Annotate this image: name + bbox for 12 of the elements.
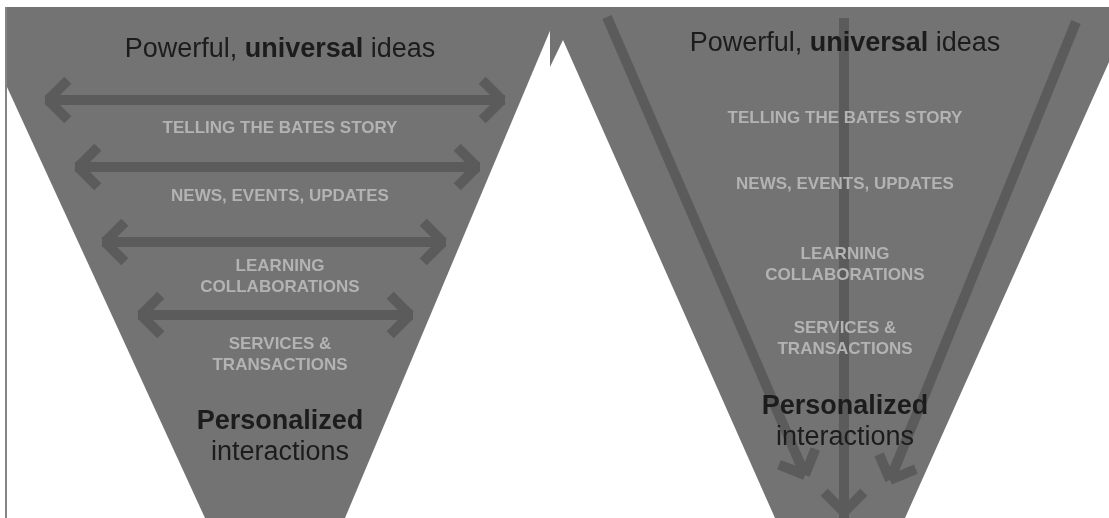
funnel-heading: Personalized interactions <box>195 405 365 468</box>
funnel-label: LEARNING COLLABORATIONS <box>199 255 361 298</box>
funnel-label: TELLING THE BATES STORY <box>726 107 964 129</box>
funnel-label: LEARNING COLLABORATIONS <box>764 243 926 286</box>
funnel-label: NEWS, EVENTS, UPDATES <box>170 185 390 207</box>
funnel-label: TELLING THE BATES STORY <box>161 117 399 139</box>
funnel-label: SERVICES & TRANSACTIONS <box>211 333 349 376</box>
funnel-label: SERVICES & TRANSACTIONS <box>776 317 914 360</box>
funnel-heading: Powerful, universal ideas <box>123 33 437 65</box>
funnel-heading: Powerful, universal ideas <box>688 27 1002 59</box>
funnel-heading: Personalized interactions <box>760 390 930 453</box>
funnel-label: NEWS, EVENTS, UPDATES <box>735 173 955 195</box>
